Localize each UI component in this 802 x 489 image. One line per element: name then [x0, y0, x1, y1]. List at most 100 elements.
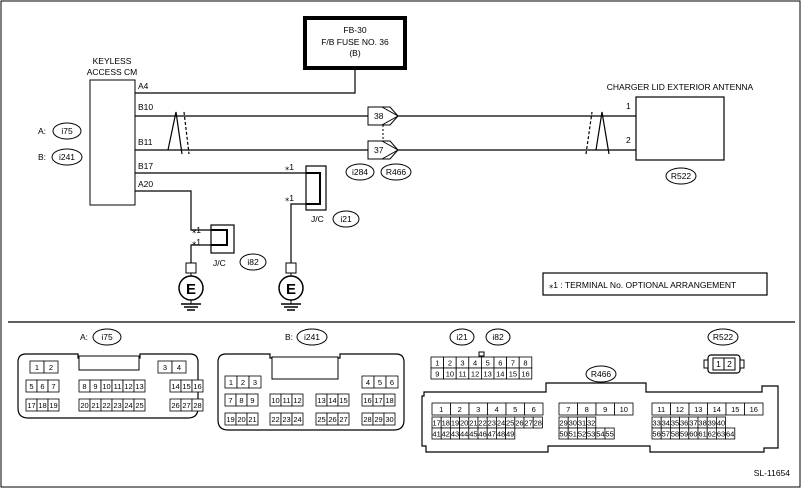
fuse-line3: (B) — [349, 48, 361, 58]
keyless-title-line2: ACCESS CM — [87, 67, 138, 77]
view-r522-pin-1: 1 — [716, 359, 721, 369]
view-i21-pin-14: 14 — [496, 370, 504, 379]
view-r466-pin-34: 34 — [662, 419, 670, 428]
view-a-pin-9: 9 — [93, 382, 97, 391]
view-a-pin-6: 6 — [40, 382, 44, 391]
view-r466-pin-35: 35 — [671, 419, 679, 428]
view-b-pin-6: 6 — [390, 378, 394, 387]
view-a-pin-19: 19 — [49, 401, 57, 410]
view-b-pin-26: 26 — [328, 415, 336, 424]
view-r466-pin-26: 26 — [515, 419, 523, 428]
view-i21-pin-8: 8 — [523, 359, 527, 368]
view-b-pin-21: 21 — [248, 415, 256, 424]
view-r466-pin-17: 17 — [432, 419, 440, 428]
view-r466-pin-27: 27 — [524, 419, 532, 428]
keyless-access-cm-box — [89, 79, 136, 206]
note-text: ⁎1 : TERMINAL No. OPTIONAL ARRANGEMENT — [549, 280, 736, 290]
view-b-pin-18-cell — [383, 393, 396, 407]
pin-37: 37 — [374, 145, 384, 155]
view-b-pin-19: 19 — [226, 415, 234, 424]
view-r522-cell-2 — [723, 357, 736, 371]
view-b-pin-1: 1 — [229, 378, 233, 387]
view-r466-pin-55: 55 — [605, 430, 613, 439]
view-a-pin-4: 4 — [177, 363, 181, 372]
view-r466-pin-44: 44 — [460, 430, 468, 439]
view-a-pin-2: 2 — [49, 363, 53, 372]
pin-38: 38 — [374, 111, 384, 121]
view-r466-pin-42: 42 — [442, 430, 450, 439]
view-r466-pin-10: 10 — [620, 405, 628, 414]
view-r466-pin-28-cell — [532, 416, 543, 429]
view-r466-pin-18: 18 — [442, 419, 450, 428]
view-r522-ear-left — [703, 359, 709, 369]
ground-symbol-right: E — [278, 262, 304, 311]
view-b-pin-15-cell — [337, 393, 350, 407]
view-b-latch — [271, 356, 339, 380]
view-a-pin-13-cell — [133, 379, 146, 393]
conn-i21-oval — [332, 210, 360, 228]
view-b-pin-22: 22 — [271, 415, 279, 424]
view-r466-pin-36: 36 — [680, 419, 688, 428]
view-r466-pin-56: 56 — [652, 430, 660, 439]
view-b-pin-2: 2 — [241, 378, 245, 387]
view-r466-pin-21: 21 — [469, 419, 477, 428]
view-r466-pin-50: 50 — [559, 430, 567, 439]
jc-i21-label: J/C — [311, 214, 324, 224]
view-b-pin-24: 24 — [293, 415, 301, 424]
view-a-pin-1: 1 — [35, 363, 39, 372]
view-i21-pin-16-cell — [518, 367, 533, 380]
view-r466-label: R466 — [591, 369, 612, 379]
view-r466-pin-13: 13 — [694, 405, 702, 414]
view-r466-pin-7: 7 — [566, 405, 570, 414]
view-a-pin-2-cell — [43, 360, 59, 374]
view-b-pin-23: 23 — [282, 415, 290, 424]
conn-a-prefix: A: — [38, 126, 46, 136]
view-i21-pin-9: 9 — [435, 370, 439, 379]
wire-a4 — [135, 68, 356, 94]
view-a-pin-26: 26 — [171, 401, 179, 410]
view-r466-pin-16: 16 — [750, 405, 758, 414]
conn-r466-label: R466 — [386, 167, 407, 177]
view-r466-pin-22: 22 — [478, 419, 486, 428]
view-r522-label: R522 — [713, 332, 734, 342]
view-r466-pin-38: 38 — [698, 419, 706, 428]
view-a-pin-15: 15 — [182, 382, 190, 391]
view-r522-pin-2: 2 — [727, 359, 732, 369]
view-a-pin-18: 18 — [38, 401, 46, 410]
ground-left-letter: E — [186, 281, 196, 298]
view-i21-pin-5: 5 — [486, 359, 490, 368]
view-i21-pin-11: 11 — [459, 370, 467, 379]
wire-to-ground-left — [190, 244, 211, 263]
view-a-pin-11: 11 — [114, 382, 122, 391]
view-r466-pin-64-cell — [725, 427, 736, 440]
view-r466-pin-49-cell — [505, 427, 516, 440]
view-b-id: i241 — [304, 332, 320, 342]
view-a-pin-8: 8 — [82, 382, 86, 391]
view-a-pin-16-cell — [191, 379, 204, 393]
view-b-pin-12: 12 — [293, 396, 301, 405]
view-r466-pin-53: 53 — [587, 430, 595, 439]
view-b-shell — [217, 353, 405, 431]
view-a-pin-28: 28 — [193, 401, 201, 410]
jc-i82-star-bottom: ⁎1 — [192, 237, 201, 247]
view-b-pin-9-cell — [246, 393, 259, 407]
view-a-pin-16: 16 — [193, 382, 201, 391]
view-a-pin-13: 13 — [135, 382, 143, 391]
view-r466-pin-11: 11 — [657, 405, 665, 414]
antenna-pin2: 2 — [626, 135, 631, 145]
view-r466-pin-62: 62 — [708, 430, 716, 439]
view-a-pin-12: 12 — [124, 382, 132, 391]
view-b-pin-12-cell — [291, 393, 304, 407]
figure-id: SL-11654 — [754, 468, 791, 478]
view-a-pin-10: 10 — [102, 382, 110, 391]
view-r466-pin-64: 64 — [726, 430, 734, 439]
conn-r466-oval — [380, 163, 412, 181]
ground-symbol-left: E — [178, 262, 204, 311]
fuse-line2: F/B FUSE NO. 36 — [321, 37, 389, 47]
terminal-b17: B17 — [138, 161, 153, 171]
